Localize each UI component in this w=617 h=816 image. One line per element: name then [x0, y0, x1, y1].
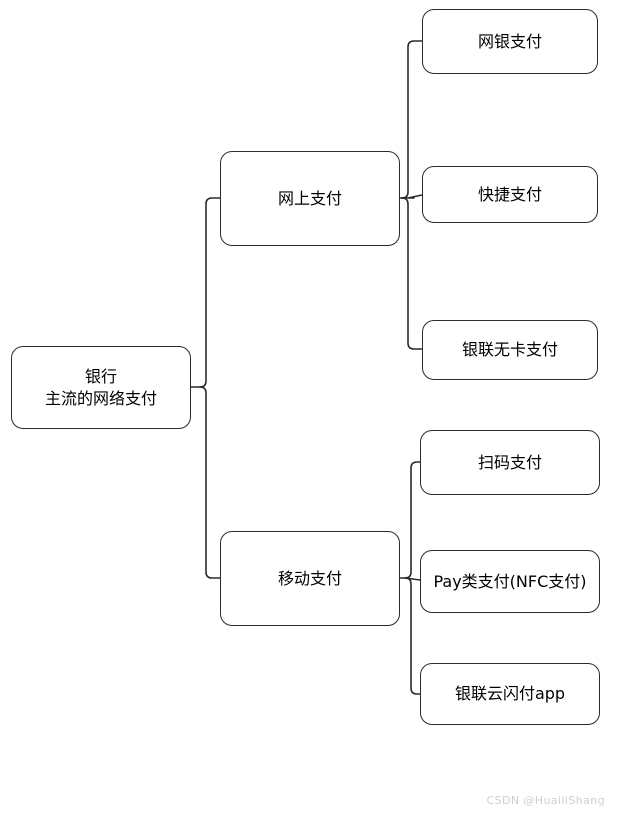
- watermark: CSDN @HuailiShang: [486, 794, 605, 807]
- connector-branch2-to-leaf1: [404, 461, 421, 579]
- node-leaf-quick-payment[interactable]: 快捷支付: [422, 166, 598, 223]
- node-leaf-ebank-payment[interactable]: 网银支付: [422, 9, 598, 74]
- node-leaf-pay-nfc[interactable]: Pay类支付(NFC支付): [420, 550, 600, 613]
- node-leaf-unionpay-cardless[interactable]: 银联无卡支付: [422, 320, 598, 380]
- connector-branch1-to-leaf2: [401, 194, 423, 199]
- node-leaf-unionpay-app[interactable]: 银联云闪付app: [420, 663, 600, 725]
- node-root[interactable]: 银行 主流的网络支付: [11, 346, 191, 429]
- connector-branch2-to-leaf2: [404, 577, 421, 581]
- node-leaf-qr-payment[interactable]: 扫码支付: [420, 430, 600, 495]
- connector-root-to-branch-2: [199, 386, 221, 579]
- connector-root-to-branches: [199, 197, 221, 388]
- node-branch-online-payment[interactable]: 网上支付: [220, 151, 400, 246]
- node-branch-mobile-payment[interactable]: 移动支付: [220, 531, 400, 626]
- connector-branch2-to-leaf3: [404, 577, 421, 695]
- connector-branch1-to-leaf3: [401, 197, 423, 350]
- connector-branch1-to-leaf1: [401, 40, 423, 199]
